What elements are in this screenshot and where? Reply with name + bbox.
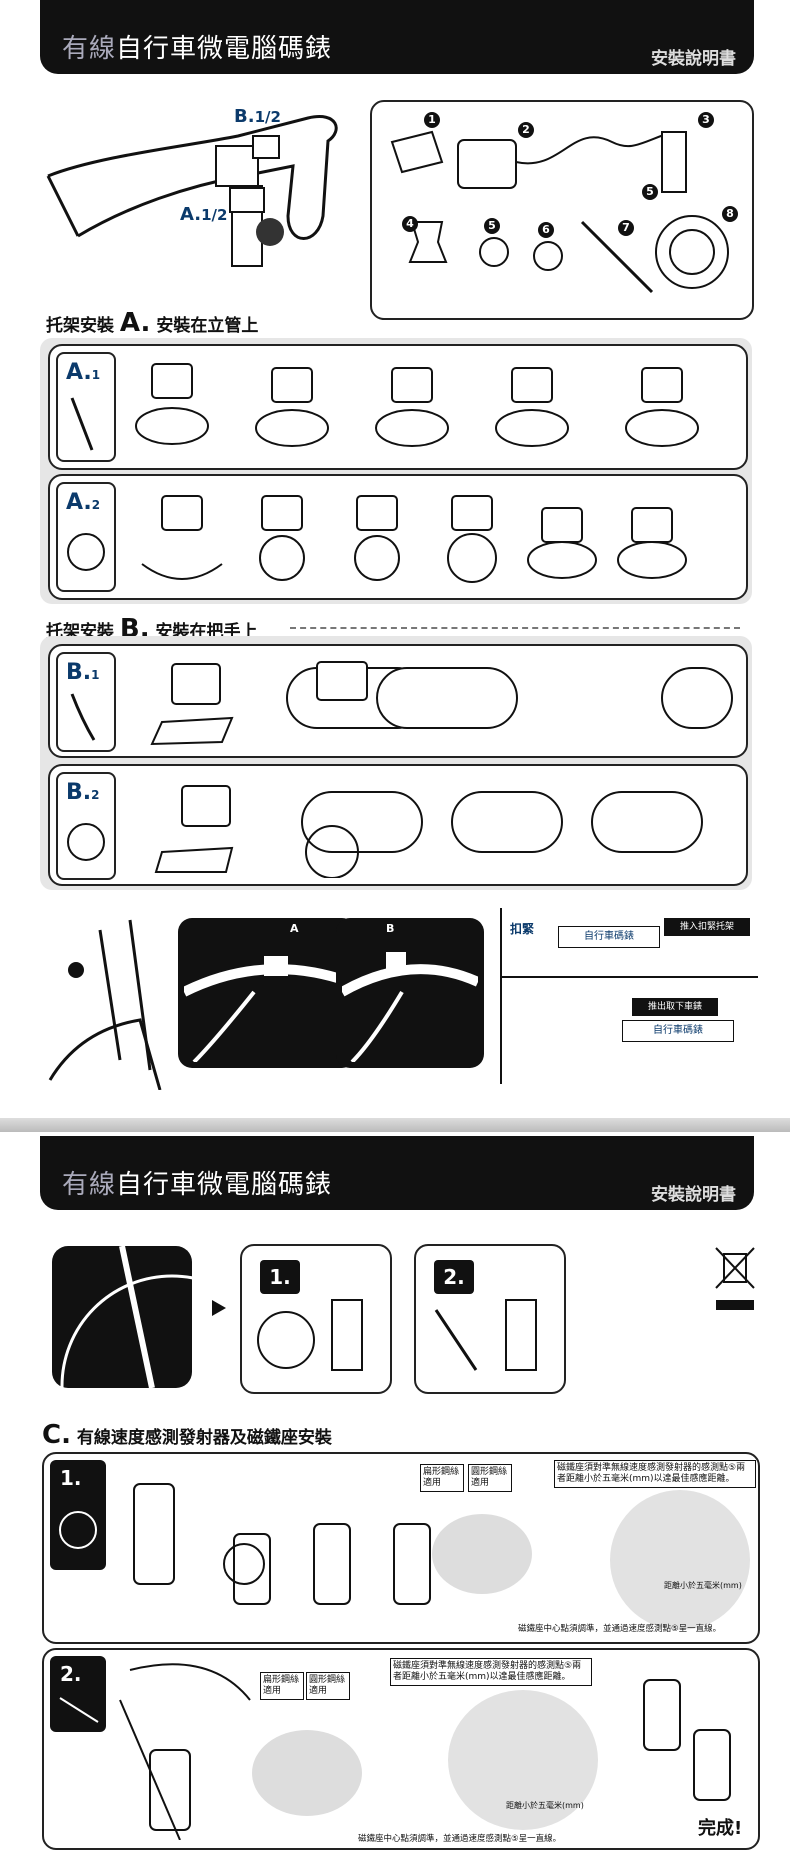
part-5: 5: [484, 218, 500, 234]
label-b12: B.1/2: [234, 106, 281, 127]
tag-a2: A.2: [56, 482, 116, 592]
part-7: 7: [618, 220, 634, 236]
part-2: 2: [518, 122, 534, 138]
part-8: 8: [722, 206, 738, 222]
page2-header: 有線自行車微電腦碼錶 安裝說明書: [40, 1136, 754, 1210]
push-arrow: 推入扣緊托架: [664, 918, 750, 936]
row-b2: B.2: [48, 764, 748, 886]
section-a-title: 托架安裝 A. 安裝在立管上: [46, 308, 259, 338]
part-6: 6: [538, 222, 554, 238]
c1-note: 磁鐵座須對準無線速度感測發射器的感測點⑤兩者距離小於五毫米(mm)以達最佳感應距…: [554, 1460, 756, 1488]
row-a1: A.1: [48, 344, 748, 470]
c1-panel: 1. 扁形鋼絲適用 圓形鋼絲適用 磁鐵座須對準無線速度感測發射器的感測點⑤兩者距…: [42, 1452, 760, 1644]
step2-box: 2.: [414, 1244, 566, 1394]
part-5b: 5: [642, 184, 658, 200]
page1-subtitle: 安裝說明書: [651, 49, 736, 69]
device-bottom: 自行車碼錶: [622, 1020, 734, 1042]
parts-box: 1 2 3 4 5 6 7 8 5: [370, 100, 754, 320]
bike-frame-view: [40, 910, 180, 1090]
page1-header: 有線自行車微電腦碼錶 安裝說明書: [40, 0, 754, 74]
part-1: 1: [424, 112, 440, 128]
c1-sensor-circle: [432, 1514, 532, 1594]
c2-distance: 距離小於五毫米(mm): [506, 1801, 584, 1810]
part-3: 3: [698, 112, 714, 128]
row-b1: B.1: [48, 644, 748, 758]
arrow-1: [212, 1300, 226, 1316]
c2-panel: 2. 扁形鋼絲適用 圓形鋼絲適用 磁鐵座須對準無線速度感測發射器的感測點⑤兩者距…: [42, 1648, 760, 1850]
section-b-divider: [290, 627, 740, 629]
row-a2: A.2: [48, 474, 748, 600]
fork-view: [52, 1246, 192, 1388]
tag-a1: A.1: [56, 352, 116, 462]
c2-magnet-circle: [448, 1690, 598, 1830]
c1-flat-label: 扁形鋼絲適用: [420, 1464, 464, 1492]
section-c-title: C. 有線速度感測發射器及磁鐵座安裝: [42, 1420, 332, 1450]
c1-alignment: 磁鐵座中心點須調準，並通過速度感測點⑤呈一直線。: [518, 1624, 722, 1634]
tag-b2: B.2: [56, 772, 116, 880]
recycle-bin-icon: [712, 1244, 758, 1314]
part-4: 4: [402, 216, 418, 232]
mount-view-a: A: [178, 918, 356, 1068]
c1-magnet-circle: [610, 1490, 750, 1630]
lock-divider: [502, 976, 758, 978]
c1-distance: 距離小於五毫米(mm): [664, 1581, 742, 1590]
c2-sensor-circle: [252, 1730, 362, 1816]
c2-badge-box: 2.: [50, 1656, 106, 1732]
c2-done: 完成!: [698, 1818, 743, 1839]
pull-arrow: 推出取下車錶: [632, 998, 718, 1016]
page2-title: 有線自行車微電腦碼錶: [62, 1170, 333, 1200]
c2-alignment: 磁鐵座中心點須調準，並通過速度感測點⑤呈一直線。: [358, 1834, 562, 1844]
c1-badge-box: 1.: [50, 1460, 106, 1570]
page1-title: 有線自行車微電腦碼錶: [62, 34, 333, 64]
lock-panel: 扣緊 自行車碼錶 推入扣緊托架 推出取下車錶 自行車碼錶: [500, 908, 758, 1084]
page2-subtitle: 安裝說明書: [651, 1185, 736, 1205]
mount-view-b: B: [336, 918, 484, 1068]
page-break: [0, 1118, 790, 1132]
c2-note: 磁鐵座須對準無線速度感測發射器的感測點⑤兩者距離小於五毫米(mm)以達最佳感應距…: [390, 1658, 592, 1686]
lock-label: 扣緊: [510, 922, 535, 936]
c1-round-label: 圓形鋼絲適用: [468, 1464, 512, 1492]
handlebar-overview: B.1/2 A.1/2: [38, 96, 338, 296]
device-top: 自行車碼錶: [558, 926, 660, 948]
c2-round-label: 圓形鋼絲適用: [306, 1672, 350, 1700]
label-a12: A.1/2: [180, 204, 228, 225]
step1-box: 1.: [240, 1244, 392, 1394]
c2-flat-label: 扁形鋼絲適用: [260, 1672, 304, 1700]
tag-b1: B.1: [56, 652, 116, 752]
